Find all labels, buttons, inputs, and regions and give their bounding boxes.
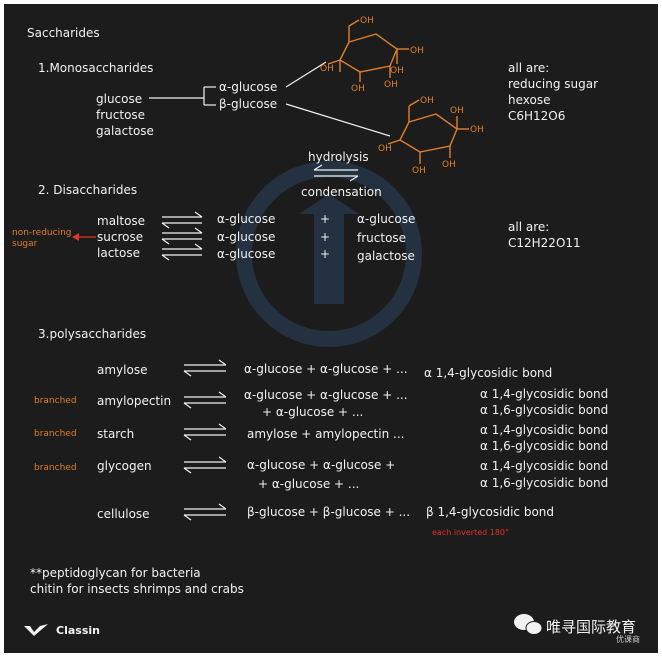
glycogen-composition: α-glucose + α-glucose + — [247, 458, 396, 472]
di-sucrose-second: fructose — [357, 231, 407, 245]
branched-label: branched — [34, 429, 77, 439]
cellulose-name: cellulose — [97, 507, 150, 521]
di-maltose-second: α-glucose — [357, 212, 416, 226]
beta-glucose-structure-icon — [387, 99, 469, 164]
amylopectin-composition: + α-glucose + ... — [262, 405, 364, 419]
oh-label: OH — [378, 144, 392, 154]
brand-name: 唯寻国际教育 — [546, 618, 637, 636]
di-lactose-first: α-glucose — [217, 247, 276, 261]
non-reducing-note: sugar — [12, 239, 38, 249]
hydrolysis-label: hydrolysis — [308, 150, 369, 164]
amylose-bond: α 1,4-glycosidic bond — [424, 366, 553, 380]
brand-sub: 优课商 — [616, 635, 640, 644]
classin-logo-text: Classin — [56, 624, 100, 637]
oh-label: OH — [351, 84, 365, 94]
mono-all-are: all are: — [508, 61, 550, 75]
oh-label: OH — [360, 16, 374, 26]
mono-item-galactose: galactose — [96, 124, 154, 138]
oh-label: OH — [390, 66, 404, 76]
di-maltose-first: α-glucose — [217, 212, 276, 226]
di-heading: 2. Disaccharides — [38, 183, 138, 197]
beta-glucose-label: β-glucose — [219, 97, 278, 111]
glycogen-composition: + α-glucose + ... — [258, 477, 360, 491]
mono-prop-reducing: reducing sugar — [508, 77, 599, 91]
starch-bond: α 1,4-glycosidic bond — [480, 423, 609, 437]
page-title: Saccharides — [27, 26, 100, 40]
mono-item-fructose: fructose — [96, 108, 146, 122]
di-plus: + — [320, 230, 331, 244]
cellulose-bond: β 1,4-glycosidic bond — [426, 505, 555, 519]
branched-label: branched — [34, 463, 77, 473]
wechat-icon — [514, 614, 543, 635]
oh-label: OH — [410, 46, 424, 56]
polysaccharide-arrows — [183, 359, 227, 521]
oh-label: OH — [320, 64, 334, 74]
non-reducing-note: non-reducing — [12, 228, 72, 238]
diagram-graphics — [24, 19, 543, 636]
di-item-sucrose: sucrose — [97, 230, 144, 244]
oh-label: OH — [450, 106, 464, 116]
starch-composition: amylose + amylopectin ... — [247, 427, 405, 441]
amylopectin-name: amylopectin — [97, 394, 172, 408]
alpha-glucose-structure-icon — [327, 19, 409, 82]
slide: OH OH OH OH OH OH OH OH OH OH OH OH Sacc… — [4, 4, 658, 653]
watermark-logo-icon — [236, 161, 422, 347]
di-formula: C12H22O11 — [508, 236, 581, 250]
oh-label: OH — [384, 80, 398, 90]
amylopectin-bond: α 1,4-glycosidic bond — [480, 387, 609, 401]
glycogen-bond: α 1,6-glycosidic bond — [480, 476, 609, 490]
branched-label: branched — [34, 396, 77, 406]
amylopectin-composition: α-glucose + α-glucose + ... — [244, 388, 408, 402]
mono-prop-hexose: hexose — [508, 93, 551, 107]
disaccharide-arrows — [161, 211, 203, 261]
starch-bond: α 1,6-glycosidic bond — [480, 439, 609, 453]
footer-line-chitin: chitin for insects shrimps and crabs — [30, 582, 244, 596]
di-item-maltose: maltose — [97, 214, 146, 228]
condensation-label: condensation — [301, 185, 382, 199]
cellulose-composition: β-glucose + β-glucose + ... — [247, 505, 411, 519]
starch-name: starch — [97, 427, 135, 441]
glycogen-name: glycogen — [97, 459, 152, 473]
mono-item-glucose: glucose — [96, 92, 143, 106]
alpha-glucose-label: α-glucose — [219, 80, 278, 94]
classin-logo-icon — [24, 624, 48, 636]
mono-prop-formula: C6H12O6 — [508, 109, 566, 123]
glycogen-bond: α 1,4-glycosidic bond — [480, 459, 609, 473]
oh-label: OH — [442, 160, 456, 170]
oh-label: OH — [420, 96, 434, 106]
di-plus: + — [320, 247, 331, 261]
oh-label: OH — [412, 166, 426, 176]
amylopectin-bond: α 1,6-glycosidic bond — [480, 403, 609, 417]
poly-heading: 3.polysaccharides — [38, 327, 147, 341]
di-all-are: all are: — [508, 220, 550, 234]
di-item-lactose: lactose — [97, 246, 140, 260]
di-lactose-second: galactose — [357, 249, 415, 263]
di-sucrose-first: α-glucose — [217, 230, 276, 244]
amylose-name: amylose — [97, 363, 148, 377]
oh-label: OH — [470, 125, 484, 135]
di-plus: + — [320, 212, 331, 226]
amylose-composition: α-glucose + α-glucose + ... — [244, 362, 408, 376]
mono-heading: 1.Monosaccharides — [38, 61, 154, 75]
cellulose-note: each inverted 180° — [432, 528, 510, 537]
footer-line-peptidoglycan: **peptidoglycan for bacteria — [30, 566, 201, 580]
